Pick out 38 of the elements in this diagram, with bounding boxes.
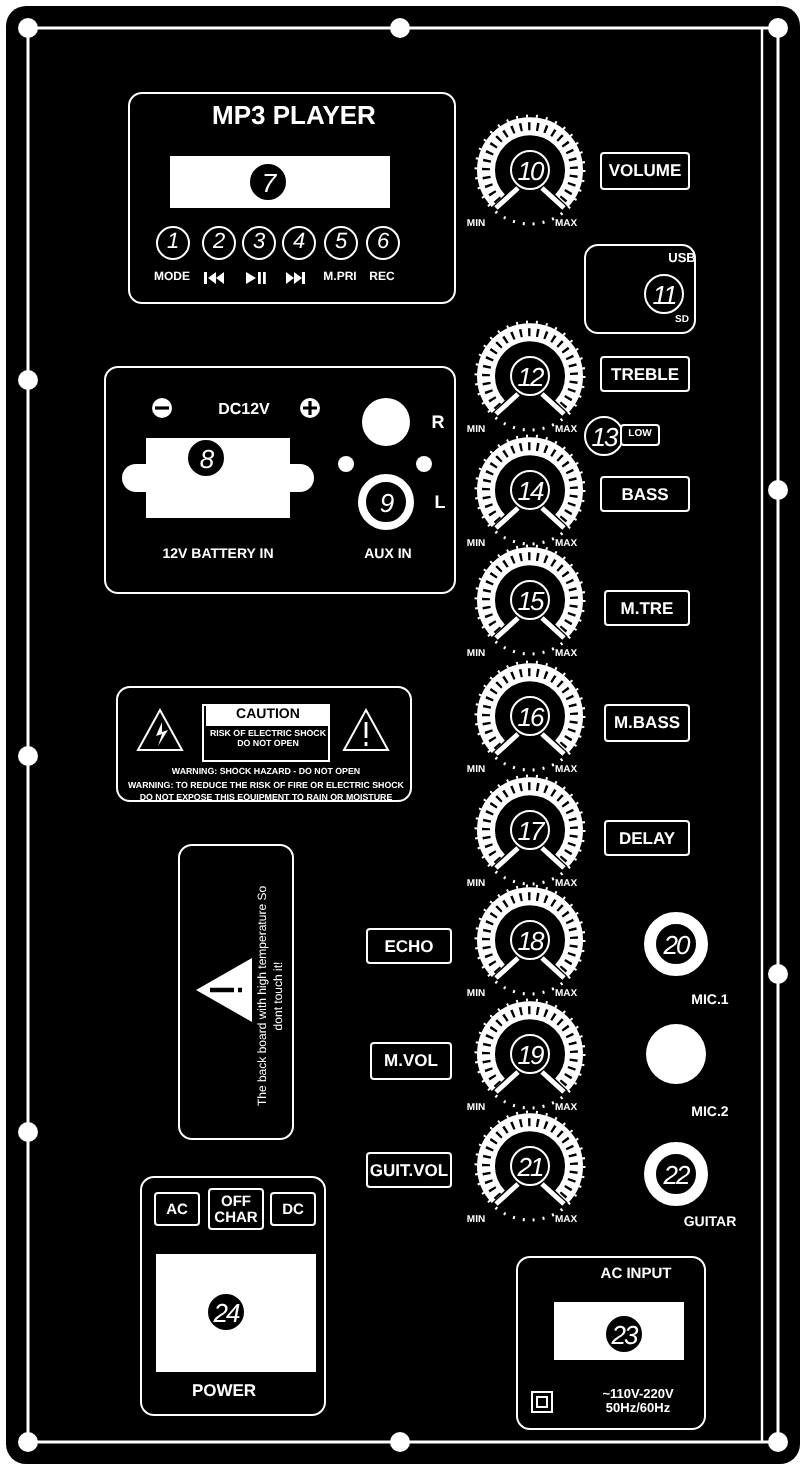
callout-number: 6 — [365, 225, 399, 259]
callout-number: 5 — [323, 225, 357, 259]
control-label: DELAY — [604, 820, 690, 856]
warning-panel — [178, 844, 294, 1140]
callout-number: 2 — [201, 225, 235, 259]
control-label: TREBLE — [600, 356, 690, 392]
voltage-label: DC12V — [216, 400, 272, 419]
control-panel — [104, 366, 456, 594]
control-panel — [116, 686, 412, 802]
panel-title: POWER — [189, 1382, 259, 1402]
battery-slot — [122, 438, 314, 518]
jack-socket — [362, 398, 410, 446]
control-panel — [516, 1256, 706, 1430]
channel-label: L — [432, 492, 448, 513]
control-panel — [128, 92, 456, 304]
channel-label: R — [429, 412, 447, 433]
callout-number: 9 — [358, 474, 414, 530]
caution-label — [202, 704, 330, 762]
socket-window — [554, 1302, 684, 1360]
display-window — [170, 156, 390, 208]
callout-number: 4 — [281, 225, 315, 259]
callout-number: 23 — [604, 1314, 644, 1354]
control-label: GUIT.VOL — [366, 1152, 452, 1188]
callout-number: 7 — [248, 162, 288, 202]
control-label: ECHO — [366, 928, 452, 964]
callout-number: 1 — [155, 225, 189, 259]
switch-window — [156, 1254, 316, 1372]
control-label: M.TRE — [604, 590, 690, 626]
control-label: M.VOL — [370, 1042, 452, 1080]
callout-number: 11 — [644, 274, 684, 314]
control-panel — [140, 1176, 326, 1416]
control-label: BASS — [600, 476, 690, 512]
callout-number: 3 — [241, 225, 275, 259]
callout-number: 24 — [206, 1292, 246, 1332]
panel-title: MP3 PLAYER — [210, 102, 378, 132]
control-label: M.BASS — [604, 704, 690, 742]
control-label: VOLUME — [600, 152, 690, 190]
control-panel — [584, 244, 696, 334]
